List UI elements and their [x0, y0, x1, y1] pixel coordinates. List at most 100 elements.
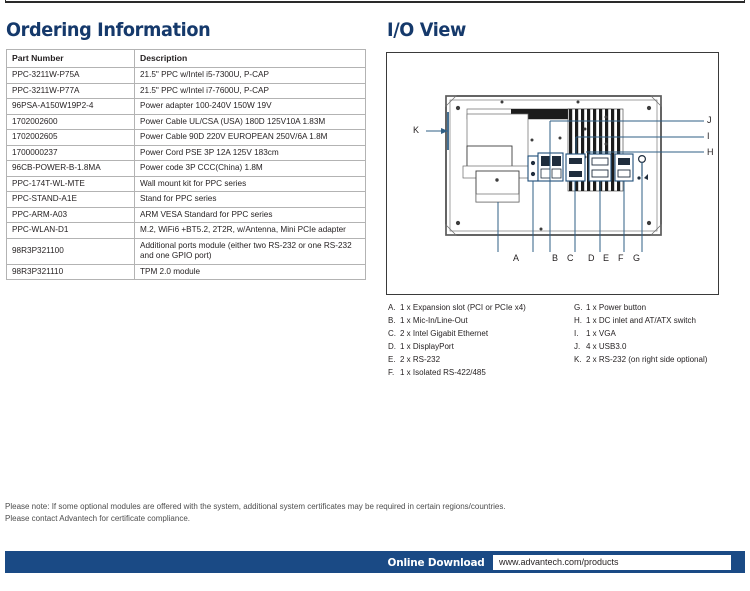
- cell-part-number: PPC-ARM-A03: [6, 206, 135, 223]
- cell-description: Power Cable UL/CSA (USA) 180D 125V10A 1.…: [134, 113, 366, 130]
- cell-part-number: PPC-3211W-P77A: [6, 82, 135, 99]
- cell-description: Stand for PPC series: [134, 191, 366, 208]
- legend-item-key: E.: [388, 354, 396, 364]
- io-legend-column-left: A. 1 x Expansion slot (PCI or PCIe x4) B.1…: [388, 302, 566, 380]
- callout-label-j: J: [707, 115, 712, 125]
- legend-item: B.1 x Mic-In/Line-Out: [388, 315, 566, 328]
- legend-item-text: 2 x RS-232: [400, 354, 441, 364]
- cell-description: ARM VESA Standard for PPC series: [134, 206, 366, 223]
- cell-description: TPM 2.0 module: [134, 263, 366, 280]
- callout-label-a: A: [513, 253, 520, 263]
- legend-item-text: 2 x RS-232 (on right side optional): [586, 354, 708, 364]
- legend-item-text: 1 x DC inlet and AT/ATX switch: [586, 315, 696, 325]
- callout-label-k: K: [413, 125, 420, 135]
- legend-item-key: A.: [388, 303, 396, 312]
- footer-note: Please note: If some optional modules ar…: [5, 501, 745, 526]
- callout-label-h: H: [707, 147, 714, 157]
- online-download-label: Online Download: [387, 555, 485, 569]
- callout-label-i: I: [707, 131, 710, 141]
- legend-item: J. 4 x USB3.0: [574, 341, 750, 354]
- cell-description: Power adapter 100-240V 150W 19V: [134, 98, 366, 115]
- footer-note-line-1: Please note: If some optional modules ar…: [5, 502, 506, 511]
- legend-item-key: D.: [388, 341, 396, 351]
- cell-description: Wall mount kit for PPC series: [134, 175, 366, 192]
- callout-label-b: B: [552, 253, 559, 263]
- legend-item: I. 1 x VGA: [574, 328, 750, 341]
- page-title-io-view: I/O View: [387, 19, 466, 41]
- io-rear-panel-diagram: [426, 95, 704, 252]
- online-download-url[interactable]: www.advantech.com/products: [493, 554, 731, 570]
- callout-label-e: E: [603, 253, 610, 263]
- legend-item-text: 1 x Power button: [586, 303, 647, 312]
- cell-part-number: 98R3P321110: [6, 263, 135, 280]
- legend-item-text: 2 x Intel Gigabit Ethernet: [400, 328, 489, 338]
- callout-label-g: G: [633, 253, 641, 263]
- heatsink-fins: [567, 108, 624, 192]
- cell-description: Additional ports module (either two RS-2…: [134, 237, 366, 265]
- column-header-part-number: Part Number: [6, 49, 135, 68]
- table-header-row: Part Number Description: [6, 49, 366, 68]
- cell-part-number: PPC-STAND-A1E: [6, 191, 135, 208]
- callout-leaders-right: [549, 120, 704, 154]
- legend-item-key: G.: [574, 303, 583, 312]
- legend-item-key: I.: [574, 328, 579, 338]
- page-title-ordering-information: Ordering Information: [6, 19, 211, 41]
- legend-item-text: 1 x VGA: [586, 328, 616, 338]
- legend-item-key: K.: [574, 354, 582, 364]
- cell-part-number: 1702002605: [6, 129, 135, 146]
- legend-item: C. 2 x Intel Gigabit Ethernet: [388, 328, 566, 341]
- legend-item-key: C.: [388, 328, 396, 338]
- cell-description: M.2, WiFi6 +BT5.2, 2T2R, w/Antenna, Mini…: [134, 222, 366, 239]
- legend-item: G.1 x Power button: [574, 302, 750, 315]
- cell-part-number: 96PSA-A150W19P2-4: [6, 98, 135, 115]
- cell-part-number: 98R3P321100: [6, 237, 135, 265]
- cell-description: 21.5" PPC w/Intel i5-7300U, P-CAP: [134, 67, 366, 84]
- cell-part-number: 1702002600: [6, 113, 135, 130]
- callout-arrow-k: [441, 128, 448, 134]
- callout-label-c: C: [567, 253, 574, 263]
- cell-description: Power code 3P CCC(China) 1.8M: [134, 160, 366, 177]
- cell-description: 21.5" PPC w/Intel i7-7600U, P-CAP: [134, 82, 366, 99]
- legend-item: F. 1 x Isolated RS-422/485: [388, 367, 566, 380]
- column-header-description: Description: [134, 49, 366, 68]
- legend-item-text: 1 x Isolated RS-422/485: [400, 367, 486, 377]
- legend-item-text: 1 x DisplayPort: [400, 341, 454, 351]
- cell-part-number: PPC-174T-WL-MTE: [6, 175, 135, 192]
- legend-item-text: 1 x Mic-In/Line-Out: [400, 315, 468, 325]
- legend-item-key: H.: [574, 315, 582, 325]
- legend-item-text: 4 x USB3.0: [586, 341, 627, 351]
- cell-part-number: PPC-3211W-P75A: [6, 67, 135, 84]
- callout-leaders-bottom: [497, 153, 643, 252]
- callout-label-d: D: [588, 253, 595, 263]
- callout-label-f: F: [618, 253, 624, 263]
- footer-note-line-2: Please contact Advantech for certificate…: [5, 514, 190, 524]
- cell-part-number: PPC-WLAN-D1: [6, 222, 135, 239]
- legend-item: E. 2 x RS-232: [388, 354, 566, 367]
- legend-item-key: F.: [388, 367, 395, 377]
- legend-item: K. 2 x RS-232 (on right side optional): [574, 354, 750, 367]
- expansion-slot: [475, 170, 520, 203]
- cell-description: Power Cord PSE 3P 12A 125V 183cm: [134, 144, 366, 161]
- cell-part-number: 1700000237: [6, 144, 135, 161]
- online-download-bar: Online Download www.advantech.com/produc…: [5, 551, 745, 573]
- legend-item-text: 1 x Expansion slot (PCI or PCIe x4): [400, 303, 526, 312]
- page-top-rule: [5, 0, 745, 3]
- legend-item-key: J.: [574, 341, 581, 351]
- legend-item: H. 1 x DC inlet and AT/ATX switch: [574, 315, 750, 328]
- cell-description: Power Cable 90D 220V EUROPEAN 250V/6A 1.…: [134, 129, 366, 146]
